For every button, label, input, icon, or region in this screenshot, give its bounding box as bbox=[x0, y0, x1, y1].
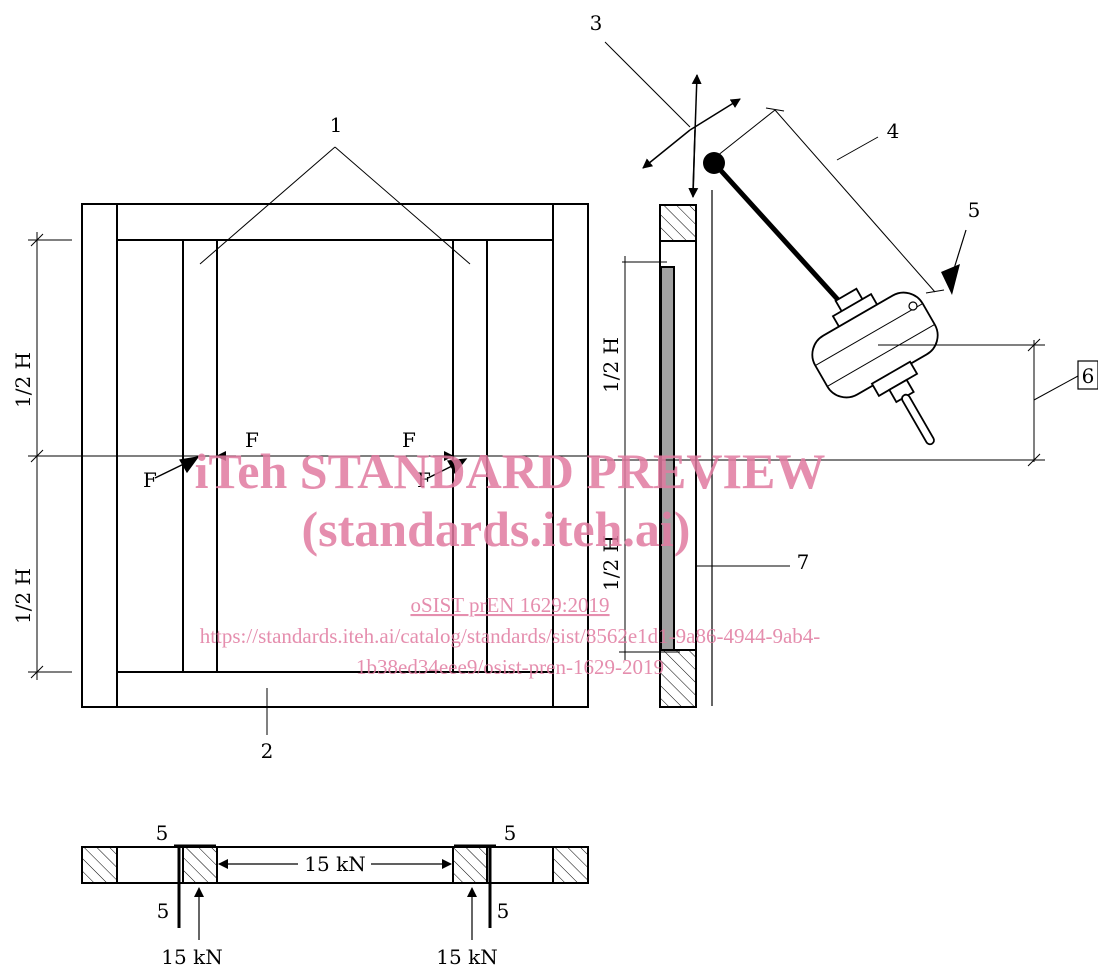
arrow-diag-up bbox=[689, 98, 741, 131]
callout-5-plan-tl: 5 bbox=[156, 821, 169, 845]
pendulum-impactor bbox=[604, 41, 939, 446]
arrow-diag-down bbox=[642, 129, 691, 169]
callout-4: 4 bbox=[887, 119, 900, 143]
callout-7: 7 bbox=[797, 550, 810, 574]
plan-section bbox=[81, 844, 589, 940]
radius-dimension bbox=[711, 107, 945, 294]
dim-label-upper-half: 1/2 H bbox=[11, 352, 35, 408]
frame-sill-hatched bbox=[659, 649, 697, 708]
watermark-url-2: 1b38ed34eee9/osist-pren-1629-2019 bbox=[356, 655, 664, 679]
watermark-doc-id: oSIST prEN 1629:2019 bbox=[410, 593, 609, 617]
force-label-left-lower: F bbox=[143, 468, 157, 492]
callout-5-plan-bl: 5 bbox=[157, 899, 170, 923]
dim-label-lower-half: 1/2 H bbox=[11, 568, 35, 624]
frame-head-hatched bbox=[659, 204, 697, 242]
leader-lines-front bbox=[199, 146, 471, 735]
watermark-subtitle: (standards.iteh.ai) bbox=[302, 501, 691, 557]
watermark-title: iTeh STANDARD PREVIEW bbox=[195, 443, 826, 499]
callout-5-top: 5 bbox=[968, 198, 981, 222]
callout-6: 6 bbox=[1082, 364, 1095, 388]
plan-frame-right bbox=[552, 846, 589, 884]
plan-frame-left bbox=[81, 846, 118, 884]
side-dim-label-lower: 1/2 H bbox=[599, 535, 623, 591]
arrow-down bbox=[688, 129, 699, 198]
force-arrows bbox=[154, 451, 468, 479]
force-label-right-lower: F bbox=[417, 468, 431, 492]
force-label-left-upper: F bbox=[245, 428, 259, 452]
watermark-url-1: https://standards.iteh.ai/catalog/standa… bbox=[200, 624, 821, 648]
direction-arrow-5 bbox=[941, 264, 960, 295]
glass-pane bbox=[660, 266, 675, 651]
drop-height-dimension bbox=[600, 338, 1079, 467]
watermark: iTeh STANDARD PREVIEW (standards.iteh.ai… bbox=[195, 443, 826, 679]
pendulum-rod bbox=[712, 161, 842, 304]
side-section bbox=[659, 190, 713, 708]
side-dim-label-upper: 1/2 H bbox=[599, 337, 623, 393]
callout-2: 2 bbox=[261, 739, 274, 763]
callout-1: 1 bbox=[330, 113, 343, 137]
side-dimensions bbox=[619, 256, 790, 660]
load-label-left: 15 kN bbox=[161, 945, 222, 969]
force-label-right-upper: F bbox=[402, 428, 416, 452]
plan-stile-right bbox=[452, 846, 488, 884]
load-label-horizontal: 15 kN bbox=[304, 852, 365, 876]
plan-stile-left bbox=[182, 846, 218, 884]
callout-3: 3 bbox=[590, 11, 603, 35]
callout-6-box bbox=[1077, 360, 1098, 390]
callout-5-plan-tr: 5 bbox=[504, 821, 517, 845]
callout-5-plan-br: 5 bbox=[497, 899, 510, 923]
load-label-right: 15 kN bbox=[436, 945, 497, 969]
front-dimensions bbox=[28, 232, 600, 680]
